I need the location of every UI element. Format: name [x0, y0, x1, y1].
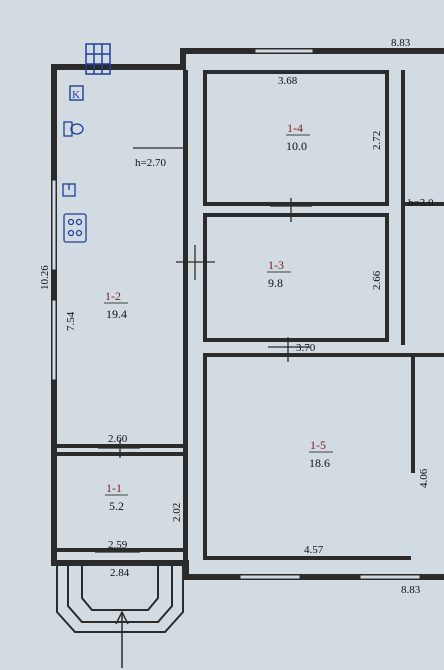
room-1-1-label: 1-1 5.2 [105, 481, 128, 513]
dim-room-1-5-height: 4.06 [418, 468, 430, 488]
stove-icon [63, 213, 87, 243]
dim-room-1-5-width: 4.57 [304, 544, 324, 556]
room-id: 1-5 [310, 438, 326, 452]
ceiling-height-left: h=2.70 [135, 157, 166, 169]
room-area: 18.6 [309, 456, 330, 470]
room-1-3-label: 1-3 9.8 [267, 258, 291, 290]
boiler-icon: K [69, 85, 84, 101]
dim-hall-inner-height: 7.54 [65, 311, 77, 331]
room-1-2-label: 1-2 19.4 [104, 289, 128, 321]
dim-bottom-total: 8.83 [401, 584, 421, 596]
entrance-arrow [115, 610, 129, 668]
room-id: 1-4 [287, 121, 303, 135]
room-area: 9.8 [268, 276, 283, 290]
room-id: 1-1 [106, 481, 122, 495]
room-1-5-label: 1-5 18.6 [309, 438, 333, 470]
room-area: 19.4 [106, 307, 127, 321]
room-id: 1-2 [105, 289, 121, 303]
dim-room-1-3-width: 3.70 [296, 342, 316, 354]
dim-room-1-1-bottom-width: 2.59 [108, 539, 128, 551]
room-area: 5.2 [109, 499, 124, 513]
dim-porch-width: 2.84 [110, 567, 130, 579]
door-openings [95, 147, 312, 553]
chimney-grid-icon [85, 43, 111, 75]
ceiling-height-right: h=3.0 [408, 197, 434, 209]
dim-room-1-1-top-width: 2.60 [108, 433, 128, 445]
stove-marker-letter: K [72, 89, 80, 101]
dim-top-total: 8.83 [391, 37, 411, 49]
room-1-4-label: 1-4 10.0 [286, 121, 310, 153]
sink-icon [62, 183, 76, 197]
dim-room-1-4-width: 3.68 [278, 75, 298, 87]
windows [51, 48, 421, 580]
dim-room-1-4-height: 2.72 [371, 131, 383, 150]
porch [56, 566, 184, 633]
dim-room-1-1-height: 2.02 [171, 503, 183, 522]
room-id: 1-3 [268, 258, 284, 272]
dim-left-total: 10.26 [39, 265, 51, 290]
toilet-icon [63, 121, 84, 137]
room-area: 10.0 [286, 139, 307, 153]
dim-room-1-3-height: 2.66 [371, 270, 383, 290]
